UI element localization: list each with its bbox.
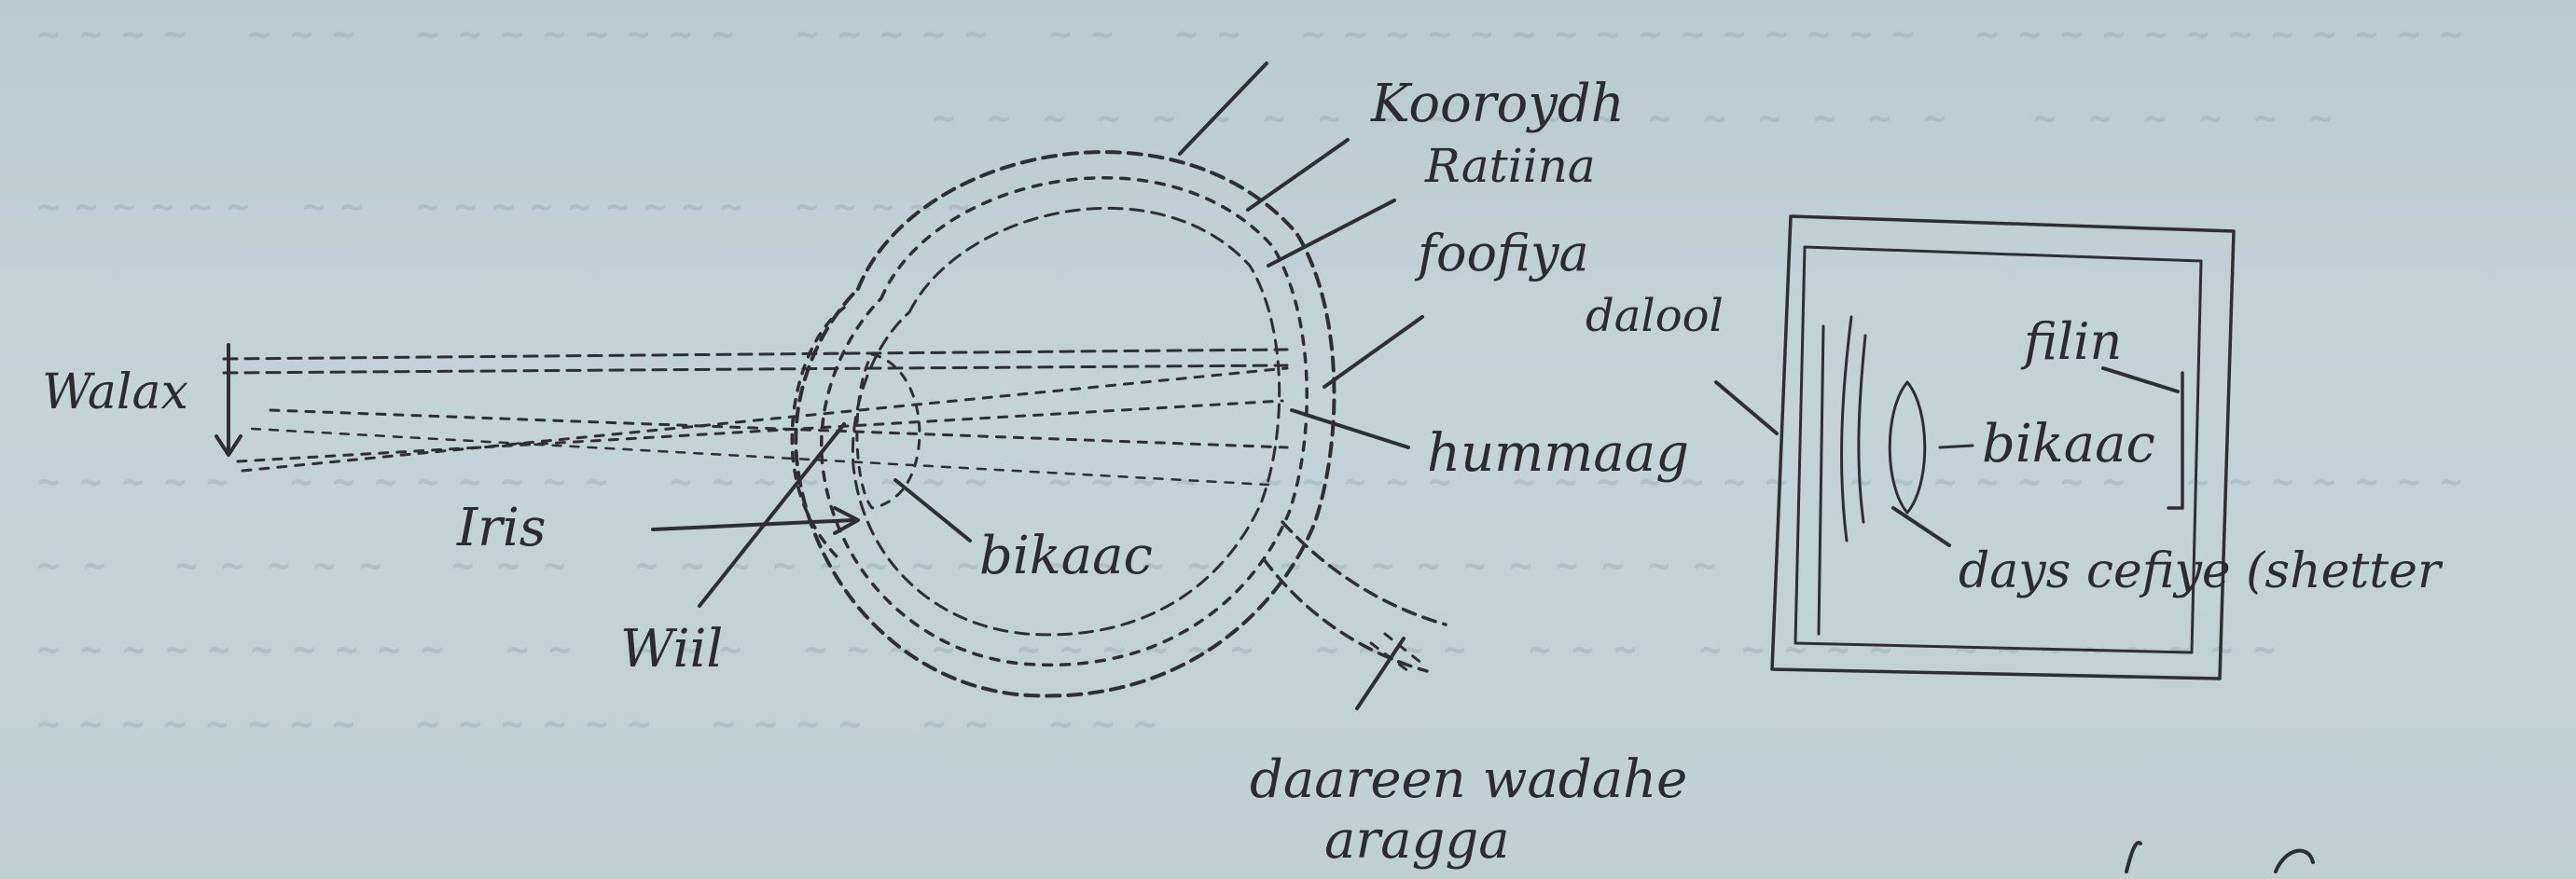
svg-text:~~~~~~~~~~ ~~ ~~~ ~~~~ ~~~~~~: ~~~~~~~~~~ ~~ ~~~ ~~~~ ~~~~~~ ~~~~ ~~~ ~… [37,628,2276,671]
label-filin: filin [2020,312,2122,371]
label-aragga: aragga [1324,810,1510,871]
object-arrow [216,345,241,455]
eyeball [792,152,1334,695]
label-bikaac-eye: bikaac [979,526,1153,586]
label-hummaag: hummaag [1427,423,1689,484]
svg-text:~~~~~~ ~~ ~~~~~~~~~ ~~~~~: ~~~~~~ ~~ ~~~~~~~~~ ~~~~~ [37,185,970,228]
partial-handwriting [2126,843,2313,872]
label-ratiina: Ratiina [1424,139,1596,193]
label-walax: Walax [42,364,188,420]
label-bikaac-camera: bikaac [1982,414,2155,474]
svg-text:~~~~~~~~ ~~~~~~ ~~~~ ~~ ~~~: ~~~~~~~~ ~~~~~~ ~~~~ ~~ ~~~ [37,703,1156,746]
label-daareen-wadahe: daareen wadahe [1250,749,1687,810]
label-foofiya: foofiya [1414,224,1589,282]
svg-text:~~~~~~~~~~ ~~~~~~~~ ~~~~~~: ~~~~~~~~~~ ~~~~~~~~ ~~~~~~ [933,97,2332,140]
svg-text:~~~~ ~~~ ~~~~~~~~ ~~~~~ ~~ ~~: ~~~~ ~~~ ~~~~~~~~ ~~~~~ ~~ ~~ ~~~~~~~~~~… [37,13,2462,56]
eye-leader-lines [653,63,1422,708]
label-iris: Iris [456,498,547,558]
label-days-cefiye: days cefiye (shetter [1959,543,2444,599]
label-wiil: Wiil [620,619,723,680]
label-kooroydh: Kooroydh [1370,74,1625,134]
label-dalool: dalool [1586,290,1724,342]
show-through-text: ~~~~ ~~~ ~~~~~~~~ ~~~~~ ~~ ~~ ~~~~~~~~~~… [37,13,2462,746]
svg-text:~~ ~~~~~ ~~~ ~~~~~~~~ ~~~~ ~~~: ~~ ~~~~~ ~~~ ~~~~~~~~ ~~~~ ~~~~~~~~~~ [37,544,1716,587]
